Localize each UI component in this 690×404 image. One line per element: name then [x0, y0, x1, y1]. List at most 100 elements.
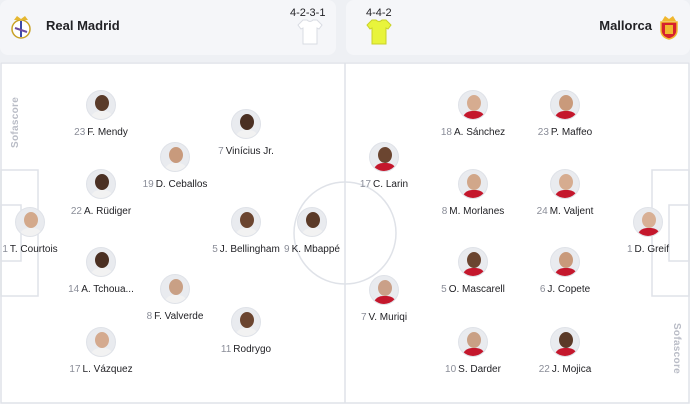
player-number: 19 — [142, 179, 154, 190]
player-avatar — [86, 327, 116, 357]
player-number: 11 — [220, 344, 232, 355]
player-avatar — [86, 90, 116, 120]
player-name: K. Mbappé — [291, 244, 340, 255]
player-name: T. Courtois — [9, 244, 58, 255]
player-avatar — [458, 247, 488, 277]
sofascore-watermark-left: Sofascore — [10, 96, 21, 148]
player-number: 9 — [284, 244, 290, 255]
player-avatar — [458, 169, 488, 199]
player-avatar — [86, 169, 116, 199]
player-name: D. Greif — [634, 244, 669, 255]
player-avatar — [297, 207, 327, 237]
player-name: M. Valjent — [549, 206, 594, 217]
player-number: 17 — [359, 179, 372, 190]
player-number: 17 — [69, 364, 81, 375]
player-name: C. Larin — [373, 179, 409, 190]
player-name: Vinícius Jr. — [225, 146, 274, 157]
player-name: F. Valverde — [154, 311, 204, 322]
player-avatar — [15, 207, 45, 237]
player-number: 8 — [441, 206, 448, 217]
player-avatar — [458, 327, 488, 357]
player-avatar — [550, 327, 580, 357]
player-avatar — [458, 90, 488, 120]
player-number: 10 — [445, 364, 457, 375]
player-name: A. Tchoua... — [81, 284, 134, 295]
player-number: 8 — [146, 311, 153, 322]
away-kit-icon — [366, 19, 392, 45]
player-avatar — [231, 307, 261, 337]
sofascore-watermark-right: Sofascore — [671, 322, 682, 374]
player-name: S. Darder — [458, 364, 501, 375]
player-name: O. Mascarell — [448, 284, 505, 295]
player-avatar — [550, 90, 580, 120]
away-team-header[interactable]: 4-4-2 Mallorca — [346, 0, 690, 55]
player-avatar — [550, 247, 580, 277]
player-avatar — [231, 109, 261, 139]
player-name: D. Ceballos — [155, 179, 208, 190]
player-avatar — [369, 142, 399, 172]
player-number: 1 — [2, 244, 8, 255]
home-formation: 4-2-3-1 — [290, 7, 326, 19]
home-team-header[interactable]: Real Madrid 4-2-3-1 — [0, 0, 336, 55]
player-avatar — [369, 275, 399, 305]
player-avatar — [160, 142, 190, 172]
player-name: J. Bellingham — [219, 244, 280, 255]
player-number: 22 — [538, 364, 550, 375]
player-avatar — [231, 207, 261, 237]
real-madrid-crest-icon — [11, 16, 31, 39]
player-name: Rodrygo — [233, 344, 272, 355]
player-name: F. Mendy — [87, 127, 128, 138]
mallorca-crest-icon — [660, 16, 678, 40]
player-avatar — [633, 207, 663, 237]
player-number: 1 — [626, 244, 633, 255]
player-avatar — [160, 274, 190, 304]
player-name: M. Morlanes — [449, 206, 505, 217]
player-avatar — [550, 169, 580, 199]
player-number: 14 — [68, 284, 80, 295]
player-name: P. Maffeo — [550, 127, 593, 138]
player-name: J. Mojica — [551, 364, 592, 375]
player-number: 5 — [212, 244, 218, 255]
player-number: 23 — [537, 127, 549, 138]
